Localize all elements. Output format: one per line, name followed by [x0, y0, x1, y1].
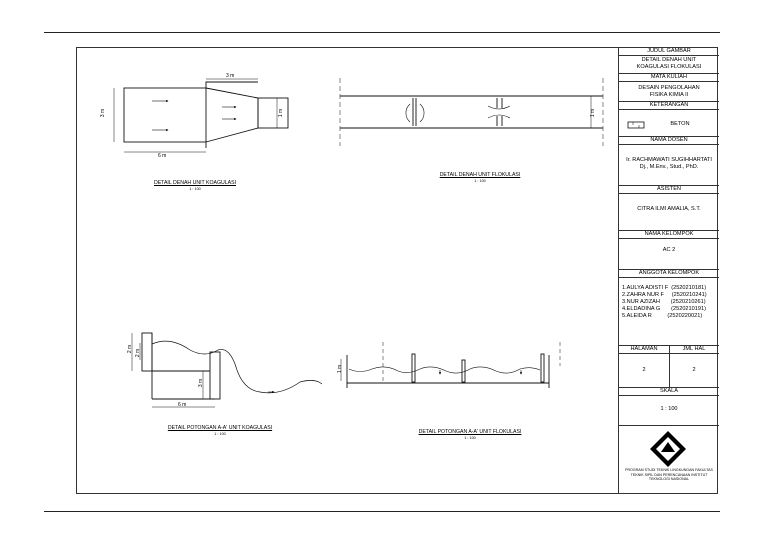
tb-legend-beton: BETON	[670, 121, 690, 127]
section-coagulation	[131, 332, 323, 408]
tb-asisten-label: ASISTEN	[657, 186, 681, 192]
legend-beton-box	[627, 121, 645, 129]
dim-floc-height: 1 m	[590, 108, 597, 118]
caption-potongan-flokulasi: DETAIL POTONGAN A-A' UNIT FLOKULASI 1 : …	[418, 429, 522, 440]
title-block: JUDUL GAMBAR DETAIL DENAH UNIT KOAGULASI…	[618, 47, 719, 494]
dim-sec-coag-width: 6 m	[178, 402, 187, 408]
caption-potongan-koagulasi: DETAIL POTONGAN A-A' UNIT KOAGULASI 1 : …	[167, 425, 273, 436]
tb-halaman: 2	[642, 367, 646, 373]
dim-sec-coag-c: 3 m	[198, 378, 205, 388]
tb-institusi: PROGRAM STUDI TEKNIK LINGKUNGAN FAKULTAS…	[625, 468, 713, 481]
tb-keterangan-label: KETERANGAN	[649, 102, 689, 108]
tb-dosen: Ir. RACHMAWATI SUGIHHARTATI Dj., M.Env.,…	[626, 157, 712, 170]
tb-kelompok-label: NAMA KELOMPOK	[644, 231, 694, 237]
dim-coag-top: 3 m	[226, 73, 235, 79]
caption-denah-koagulasi: DETAIL DENAH UNIT KOAGULASI 1 : 100	[153, 180, 237, 191]
dim-coag-height: 3 m	[100, 108, 107, 118]
tb-halaman-label: HALAMAN	[630, 346, 658, 352]
tb-anggota-label: ANGGOTA KELOMPOK	[638, 270, 700, 276]
tb-jmlhal-label: JML HAL	[682, 346, 706, 352]
caption-denah-flokulasi: DETAIL DENAH UNIT FLOKULASI 1 : 100	[439, 172, 521, 183]
tb-anggota: 1.AULYA ADISTI F (2520210181) 2.ZAHRA NU…	[622, 285, 707, 319]
tb-judul: DETAIL DENAH UNIT KOAGULASI FLOKULASI	[636, 57, 702, 70]
coag-outlet-rect	[257, 97, 289, 129]
dim-coag-outlet: 1 m	[278, 108, 285, 118]
tb-matkul: DESAIN PENGOLAHAN FISIKA KIMIA II	[638, 85, 700, 98]
dim-sec-floc-height: 1 m	[337, 364, 344, 374]
sheet-bottom-line	[44, 511, 720, 512]
coag-tank-rect	[123, 87, 207, 143]
tb-dosen-label: NAMA DOSEN	[650, 137, 688, 143]
plan-coagulation	[113, 78, 289, 153]
institution-logo	[650, 431, 686, 467]
tb-jmlhal: 2	[692, 367, 696, 373]
plan-flocculation	[339, 78, 604, 146]
dim-sec-coag-a: 2 m	[127, 344, 134, 354]
dim-sec-coag-b: 2 m	[135, 348, 142, 358]
sheet-top-line	[44, 32, 720, 33]
tb-skala-label: SKALA	[659, 388, 679, 394]
tb-asisten: CITRA ILMI AMALIA, S.T.	[637, 206, 701, 212]
tb-skala: 1 : 100	[660, 406, 678, 412]
tb-kelompok: AC 2	[662, 247, 676, 253]
tb-judul-label: JUDUL GAMBAR	[647, 48, 691, 54]
section-flocculation	[340, 342, 561, 388]
dim-coag-width: 6 m	[158, 153, 167, 159]
tb-matkul-label: MATA KULIAH	[650, 74, 688, 80]
drawing-frame	[76, 47, 718, 494]
